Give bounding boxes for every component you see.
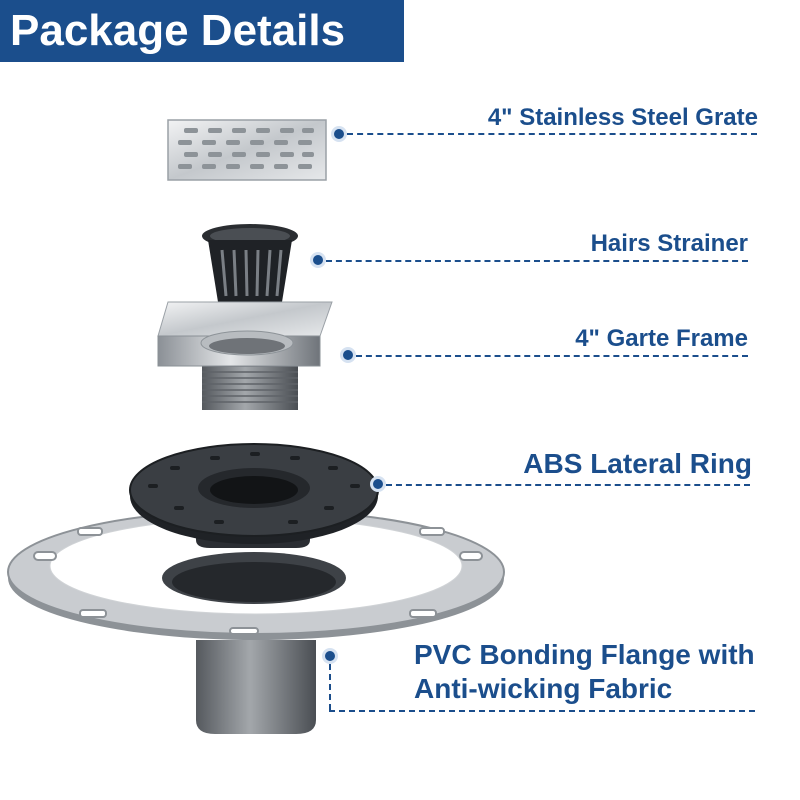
flange-icon <box>7 509 505 734</box>
label-stainless-steel-grate: 4" Stainless Steel Grate <box>487 104 758 131</box>
grate-icon <box>167 119 327 181</box>
callout-dot-ring <box>370 476 386 492</box>
callout-dot-flange <box>322 648 338 664</box>
label-pvc-bonding-flange: PVC Bonding Flange with Anti-wicking Fab… <box>414 638 755 706</box>
label-pvc-line2: Anti-wicking Fabric <box>414 673 673 704</box>
callout-dot-frame <box>340 347 356 363</box>
callout-line-strainer <box>326 260 748 262</box>
callout-line-flange-vertical <box>329 664 331 710</box>
callout-dot-grate <box>331 126 347 142</box>
frame-icon <box>157 301 333 410</box>
label-pvc-line1: PVC Bonding Flange with <box>414 639 755 670</box>
strainer-icon <box>202 224 298 302</box>
ring-icon <box>129 443 379 548</box>
label-hairs-strainer: Hairs Strainer <box>590 230 748 257</box>
label-abs-lateral-ring: ABS Lateral Ring <box>523 448 752 479</box>
callout-line-grate <box>347 133 757 135</box>
callout-line-frame <box>356 355 748 357</box>
label-garte-frame: 4" Garte Frame <box>575 325 748 352</box>
callout-dot-strainer <box>310 252 326 268</box>
callout-line-ring <box>386 484 750 486</box>
page-title: Package Details <box>0 0 404 62</box>
callout-line-flange <box>329 710 755 712</box>
